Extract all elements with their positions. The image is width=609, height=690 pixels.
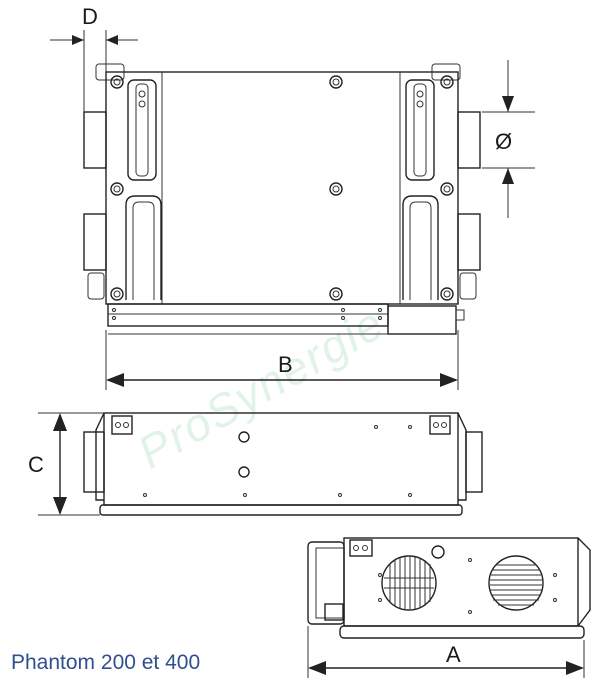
filter-slot-upper-left-inner	[135, 83, 149, 177]
front-left-end	[95, 412, 105, 501]
dimension-b-label: B	[278, 352, 293, 377]
filter-slot-lower-left-inner	[132, 201, 155, 300]
front-right-end	[457, 412, 467, 501]
dimension-diameter: Ø	[482, 60, 535, 218]
front-view-base	[99, 504, 463, 516]
front-port-upper	[238, 431, 250, 443]
filter-slot-lower-right-inner	[409, 201, 432, 300]
side-end-cap	[307, 541, 345, 625]
dimension-d: D	[50, 4, 138, 112]
slot-dot	[416, 100, 424, 108]
terminal-left	[111, 415, 133, 435]
dimension-a: A	[307, 626, 585, 678]
front-duct-right	[465, 431, 483, 493]
front-port-lower	[238, 466, 250, 478]
bracket-bottom-right	[459, 272, 477, 300]
filter-slot-lower-left	[125, 195, 162, 300]
slot-dot	[416, 90, 424, 98]
watermark: ProSynergie	[129, 296, 393, 479]
right-duct-lower	[457, 213, 481, 271]
front-duct-left	[83, 431, 105, 493]
left-duct-upper	[83, 111, 107, 169]
control-box-plug	[455, 309, 465, 321]
dimension-c: C	[28, 412, 104, 516]
dimension-b: B	[105, 330, 459, 390]
control-box	[387, 305, 457, 335]
dimension-d-label: D	[82, 4, 98, 29]
slot-dot	[138, 90, 146, 98]
caption: Phantom 200 et 400	[11, 651, 201, 674]
left-duct-lower	[83, 213, 107, 271]
side-connector	[324, 603, 344, 621]
front-view	[83, 412, 483, 516]
filter-slot-upper-right	[405, 79, 435, 181]
side-view-base	[339, 625, 585, 639]
dimension-c-label: C	[28, 452, 44, 477]
dimension-a-label: A	[446, 642, 461, 667]
top-view-body	[105, 71, 459, 305]
filter-slot-upper-right-inner	[413, 83, 427, 177]
top-view	[83, 63, 481, 335]
fan-grille-right	[488, 555, 544, 611]
right-duct-upper	[457, 111, 481, 169]
filter-slot-lower-right	[402, 195, 439, 300]
bracket-bottom-left	[87, 272, 105, 300]
side-view	[307, 537, 591, 639]
dimension-diameter-label: Ø	[495, 129, 512, 154]
side-right-end	[577, 537, 591, 627]
side-end-cap-inner	[315, 547, 345, 619]
side-port	[431, 545, 445, 559]
terminal-right	[429, 415, 451, 435]
slot-dot	[138, 100, 146, 108]
side-terminal	[349, 539, 373, 557]
fan-grille-left	[381, 555, 437, 611]
filter-slot-upper-left	[127, 79, 157, 181]
mounting-bolts	[110, 75, 454, 301]
